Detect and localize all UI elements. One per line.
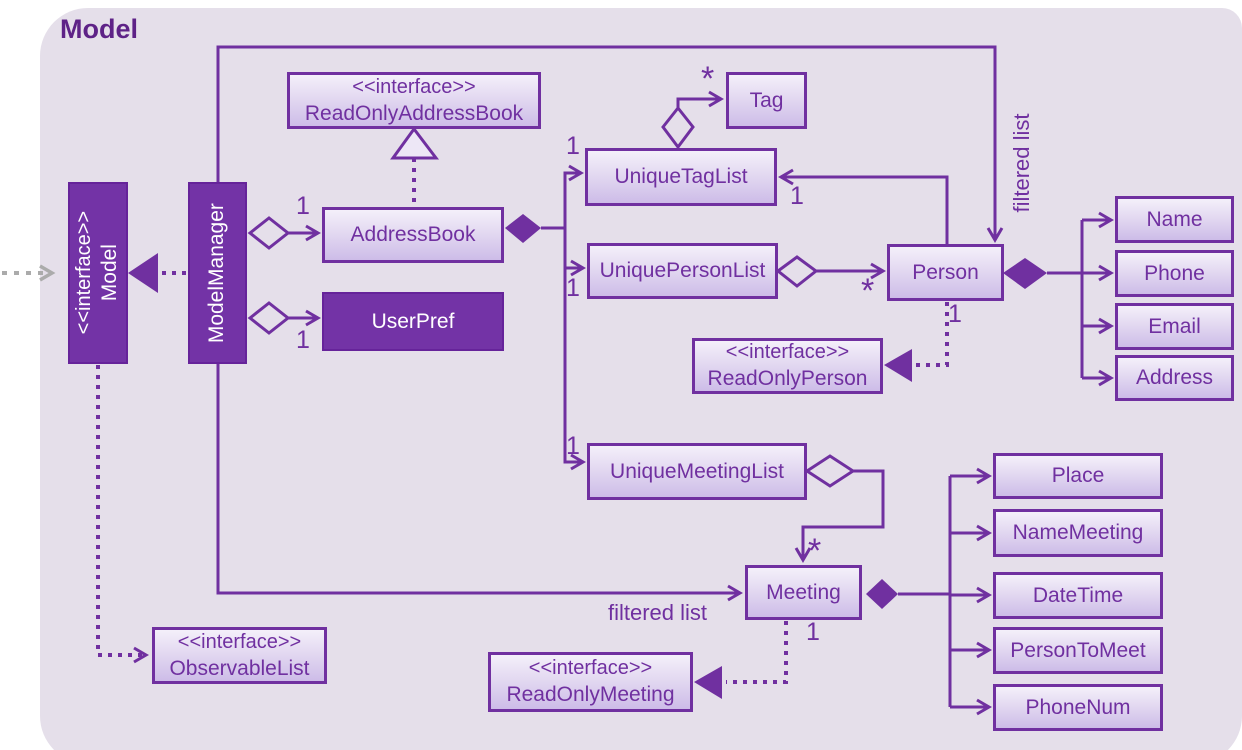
mult-modelmanager-addressbook: 1 <box>296 192 310 220</box>
mult-person-uniquetaglist: 1 <box>790 182 804 210</box>
model-package-frame <box>40 8 1242 750</box>
realization-modelmanager-model-triangle <box>128 253 158 293</box>
class-readonlyaddressbook: <<interface>> ReadOnlyAddressBook <box>287 72 541 129</box>
rop-stereotype: <<interface>> <box>725 341 850 364</box>
name-name: Name <box>1146 207 1203 231</box>
realization-person-rop-line <box>916 302 949 367</box>
phonenum-name: PhoneNum <box>1025 695 1131 719</box>
class-address: Address <box>1115 355 1234 401</box>
realization-meeting-rom-line <box>726 621 788 684</box>
roab-stereotype: <<interface>> <box>352 75 476 98</box>
realization-addressbook-roab-triangle <box>390 126 440 160</box>
rop-name: ReadOnlyPerson <box>707 367 868 391</box>
class-meeting: Meeting <box>745 565 862 620</box>
place-name: Place <box>1051 464 1105 488</box>
class-name: Name <box>1115 196 1234 243</box>
dependency-model-observablelist <box>96 365 149 664</box>
filtered-list-label-vertical: filtered list <box>1009 113 1034 213</box>
package-title: Model <box>60 14 138 44</box>
realization-meeting-rom-triangle <box>694 666 722 699</box>
uniquemeetinglist-name: UniqueMeetingList <box>610 459 784 483</box>
filled-diamond-addressbook <box>505 214 541 243</box>
mult-tag-many: * <box>701 60 715 98</box>
filled-diamond-person <box>1003 258 1047 289</box>
class-addressbook: AddressBook <box>322 207 504 263</box>
assoc-modelmanager-filteredlist-person <box>216 45 1004 243</box>
uniquetaglist-name: UniqueTagList <box>614 165 748 189</box>
assoc-person-uniquetaglist <box>778 168 949 244</box>
mult-meeting-readonlymeeting: 1 <box>806 618 820 646</box>
mult-addressbook-uniquetaglist: 1 <box>566 132 580 160</box>
class-uniquetaglist: UniqueTagList <box>585 148 777 206</box>
roab-name: ReadOnlyAddressBook <box>304 101 524 125</box>
userpref-name: UserPref <box>371 309 455 333</box>
mult-person-many: * <box>861 272 875 310</box>
class-uniquemeetinglist: UniqueMeetingList <box>587 443 807 500</box>
open-diamond-uniquemeetinglist-meeting <box>804 454 856 488</box>
class-person: Person <box>887 244 1004 301</box>
modelmanager-name: ModelManager <box>205 202 229 344</box>
assoc-modelmanager-filteredlist-meeting <box>216 364 743 602</box>
tag-name: Tag <box>749 88 784 112</box>
class-phone: Phone <box>1115 250 1234 297</box>
realization-person-rop-triangle <box>884 349 912 382</box>
filtered-list-label-horizontal: filtered list <box>608 600 708 625</box>
rom-stereotype: <<interface>> <box>528 657 653 680</box>
class-observablelist: <<interface>> ObservableList <box>152 627 327 684</box>
address-name: Address <box>1135 366 1214 390</box>
email-name: Email <box>1148 314 1201 338</box>
class-modelmanager: ModelManager <box>188 182 247 364</box>
rom-name: ReadOnlyMeeting <box>506 683 675 707</box>
person-name: Person <box>912 260 979 284</box>
mult-addressbook-uniquemeetinglist: 1 <box>566 432 580 460</box>
comp-person-spine <box>1047 220 1084 378</box>
class-phonenum: PhoneNum <box>993 684 1163 731</box>
open-diamond-uniquetaglist-tag <box>661 105 695 150</box>
observablelist-name: ObservableList <box>169 656 310 680</box>
class-userpref: UserPref <box>322 292 504 351</box>
open-diamond-modelmanager-userpref <box>247 301 291 335</box>
class-datetime: DateTime <box>993 572 1163 619</box>
class-namemeeting: NameMeeting <box>993 509 1163 557</box>
meeting-name: Meeting <box>766 580 841 604</box>
filled-diamond-meeting <box>866 579 898 609</box>
datetime-name: DateTime <box>1032 583 1124 607</box>
open-diamond-uniquepersonlist-person <box>775 255 819 288</box>
model-interface-stereotype: <<interface>> <box>73 211 96 335</box>
phone-name: Phone <box>1144 261 1205 285</box>
comp-addressbook-uniquetaglist <box>563 164 584 228</box>
mult-modelmanager-userpref: 1 <box>296 326 310 354</box>
observablelist-stereotype: <<interface>> <box>177 630 302 653</box>
uniquepersonlist-name: UniquePersonList <box>599 259 766 283</box>
assoc-uniquetaglist-tag <box>676 90 724 108</box>
mult-meeting-many: * <box>808 532 822 570</box>
class-model-interface: <<interface>> Model <box>68 182 128 364</box>
model-interface-name: Model <box>98 244 122 302</box>
namemeeting-name: NameMeeting <box>1012 521 1144 545</box>
class-tag: Tag <box>726 72 807 129</box>
comp-addressbook-uniquemeetinglist <box>563 268 586 471</box>
mult-addressbook-uniquepersonlist: 1 <box>566 274 580 302</box>
class-uniquepersonlist: UniquePersonList <box>587 243 778 299</box>
comp-meeting-spine <box>898 476 952 707</box>
persontomeet-name: PersonToMeet <box>1010 638 1146 662</box>
class-place: Place <box>993 453 1163 499</box>
mult-person-readonlyperson: 1 <box>948 300 962 328</box>
class-persontomeet: PersonToMeet <box>993 627 1163 674</box>
addressbook-name: AddressBook <box>350 223 476 247</box>
class-readonlyperson: <<interface>> ReadOnlyPerson <box>692 338 883 394</box>
class-readonlymeeting: <<interface>> ReadOnlyMeeting <box>488 652 693 712</box>
class-email: Email <box>1115 303 1234 350</box>
comp-addressbook-uniquepersonlist <box>563 228 586 277</box>
open-diamond-modelmanager-addressbook <box>247 216 291 250</box>
assoc-uniquemeetinglist-meeting <box>794 469 885 563</box>
